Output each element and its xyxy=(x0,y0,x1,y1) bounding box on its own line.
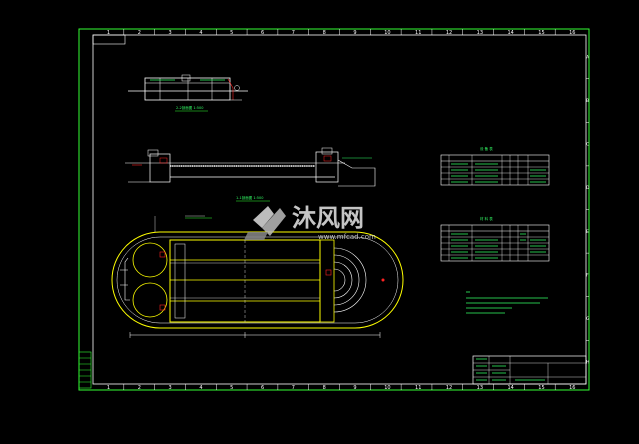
section-2-2-title: 2-2剖面图 1:500 xyxy=(176,105,203,110)
title-block xyxy=(472,355,587,385)
notes-block xyxy=(466,291,548,314)
revision-strip xyxy=(78,351,92,389)
grid-tick-label: 10 xyxy=(384,30,390,36)
grid-tick-label: 16 xyxy=(569,30,575,36)
grid-tick-label: 4 xyxy=(199,385,202,391)
grid-tick-label: 11 xyxy=(415,30,421,36)
grid-tick-label: 4 xyxy=(199,30,202,36)
side-tick-label: B xyxy=(586,98,589,103)
grid-tick-label: 14 xyxy=(507,385,513,391)
material-table xyxy=(440,224,550,262)
side-tick-label: H xyxy=(586,360,589,365)
side-tick-label: E xyxy=(586,229,589,234)
grid-tick-label: 15 xyxy=(538,385,544,391)
grid-tick-label: 9 xyxy=(353,30,356,36)
side-tick-label: D xyxy=(586,185,589,190)
grid-tick-label: 2 xyxy=(138,30,141,36)
grid-tick-label: 15 xyxy=(538,30,544,36)
grid-tick-label: 3 xyxy=(169,385,172,391)
equipment-table-title: 设 备 表 xyxy=(480,146,493,151)
watermark-url: www.mfcad.com xyxy=(318,233,376,241)
grid-tick-label: 9 xyxy=(353,385,356,391)
grid-tick-label: 12 xyxy=(446,30,452,36)
grid-tick-label: 5 xyxy=(230,30,233,36)
grid-tick-label: 7 xyxy=(292,385,295,391)
grid-tick-label: 12 xyxy=(446,385,452,391)
material-table-title: 材 料 表 xyxy=(480,216,493,221)
grid-tick-label: 8 xyxy=(323,385,326,391)
side-grid-ticks: A B C D E F G H xyxy=(586,54,589,365)
watermark-text: 沐风网 xyxy=(292,204,364,232)
side-tick-label: A xyxy=(586,54,589,59)
grid-tick-label: 11 xyxy=(415,385,421,391)
grid-tick-label: 10 xyxy=(384,385,390,391)
grid-tick-label: 1 xyxy=(107,30,110,36)
grid-tick-label: 2 xyxy=(138,385,141,391)
grid-tick-label: 6 xyxy=(261,385,264,391)
side-tick-label: G xyxy=(586,316,589,321)
grid-tick-label: 3 xyxy=(169,30,172,36)
side-tick-label: C xyxy=(586,142,589,147)
mf-logo-icon xyxy=(244,206,286,240)
corner-label-box xyxy=(92,34,126,45)
watermark: 沐风网 www.mfcad.com xyxy=(244,204,376,241)
grid-tick-label: 5 xyxy=(230,385,233,391)
grid-tick-label: 8 xyxy=(323,30,326,36)
equipment-table xyxy=(440,154,550,186)
section-1-1 xyxy=(125,147,376,202)
grid-tick-label: 6 xyxy=(261,30,264,36)
section-1-1-title: 1-1剖面图 1:500 xyxy=(236,195,263,200)
grid-tick-label: 13 xyxy=(477,30,483,36)
grid-tick-label: 7 xyxy=(292,30,295,36)
side-tick-label: F xyxy=(586,272,589,277)
grid-tick-label: 13 xyxy=(477,385,483,391)
section-2-2 xyxy=(128,74,248,112)
grid-tick-label: 14 xyxy=(507,30,513,36)
grid-tick-label: 16 xyxy=(569,385,575,391)
grid-tick-label: 1 xyxy=(107,385,110,391)
